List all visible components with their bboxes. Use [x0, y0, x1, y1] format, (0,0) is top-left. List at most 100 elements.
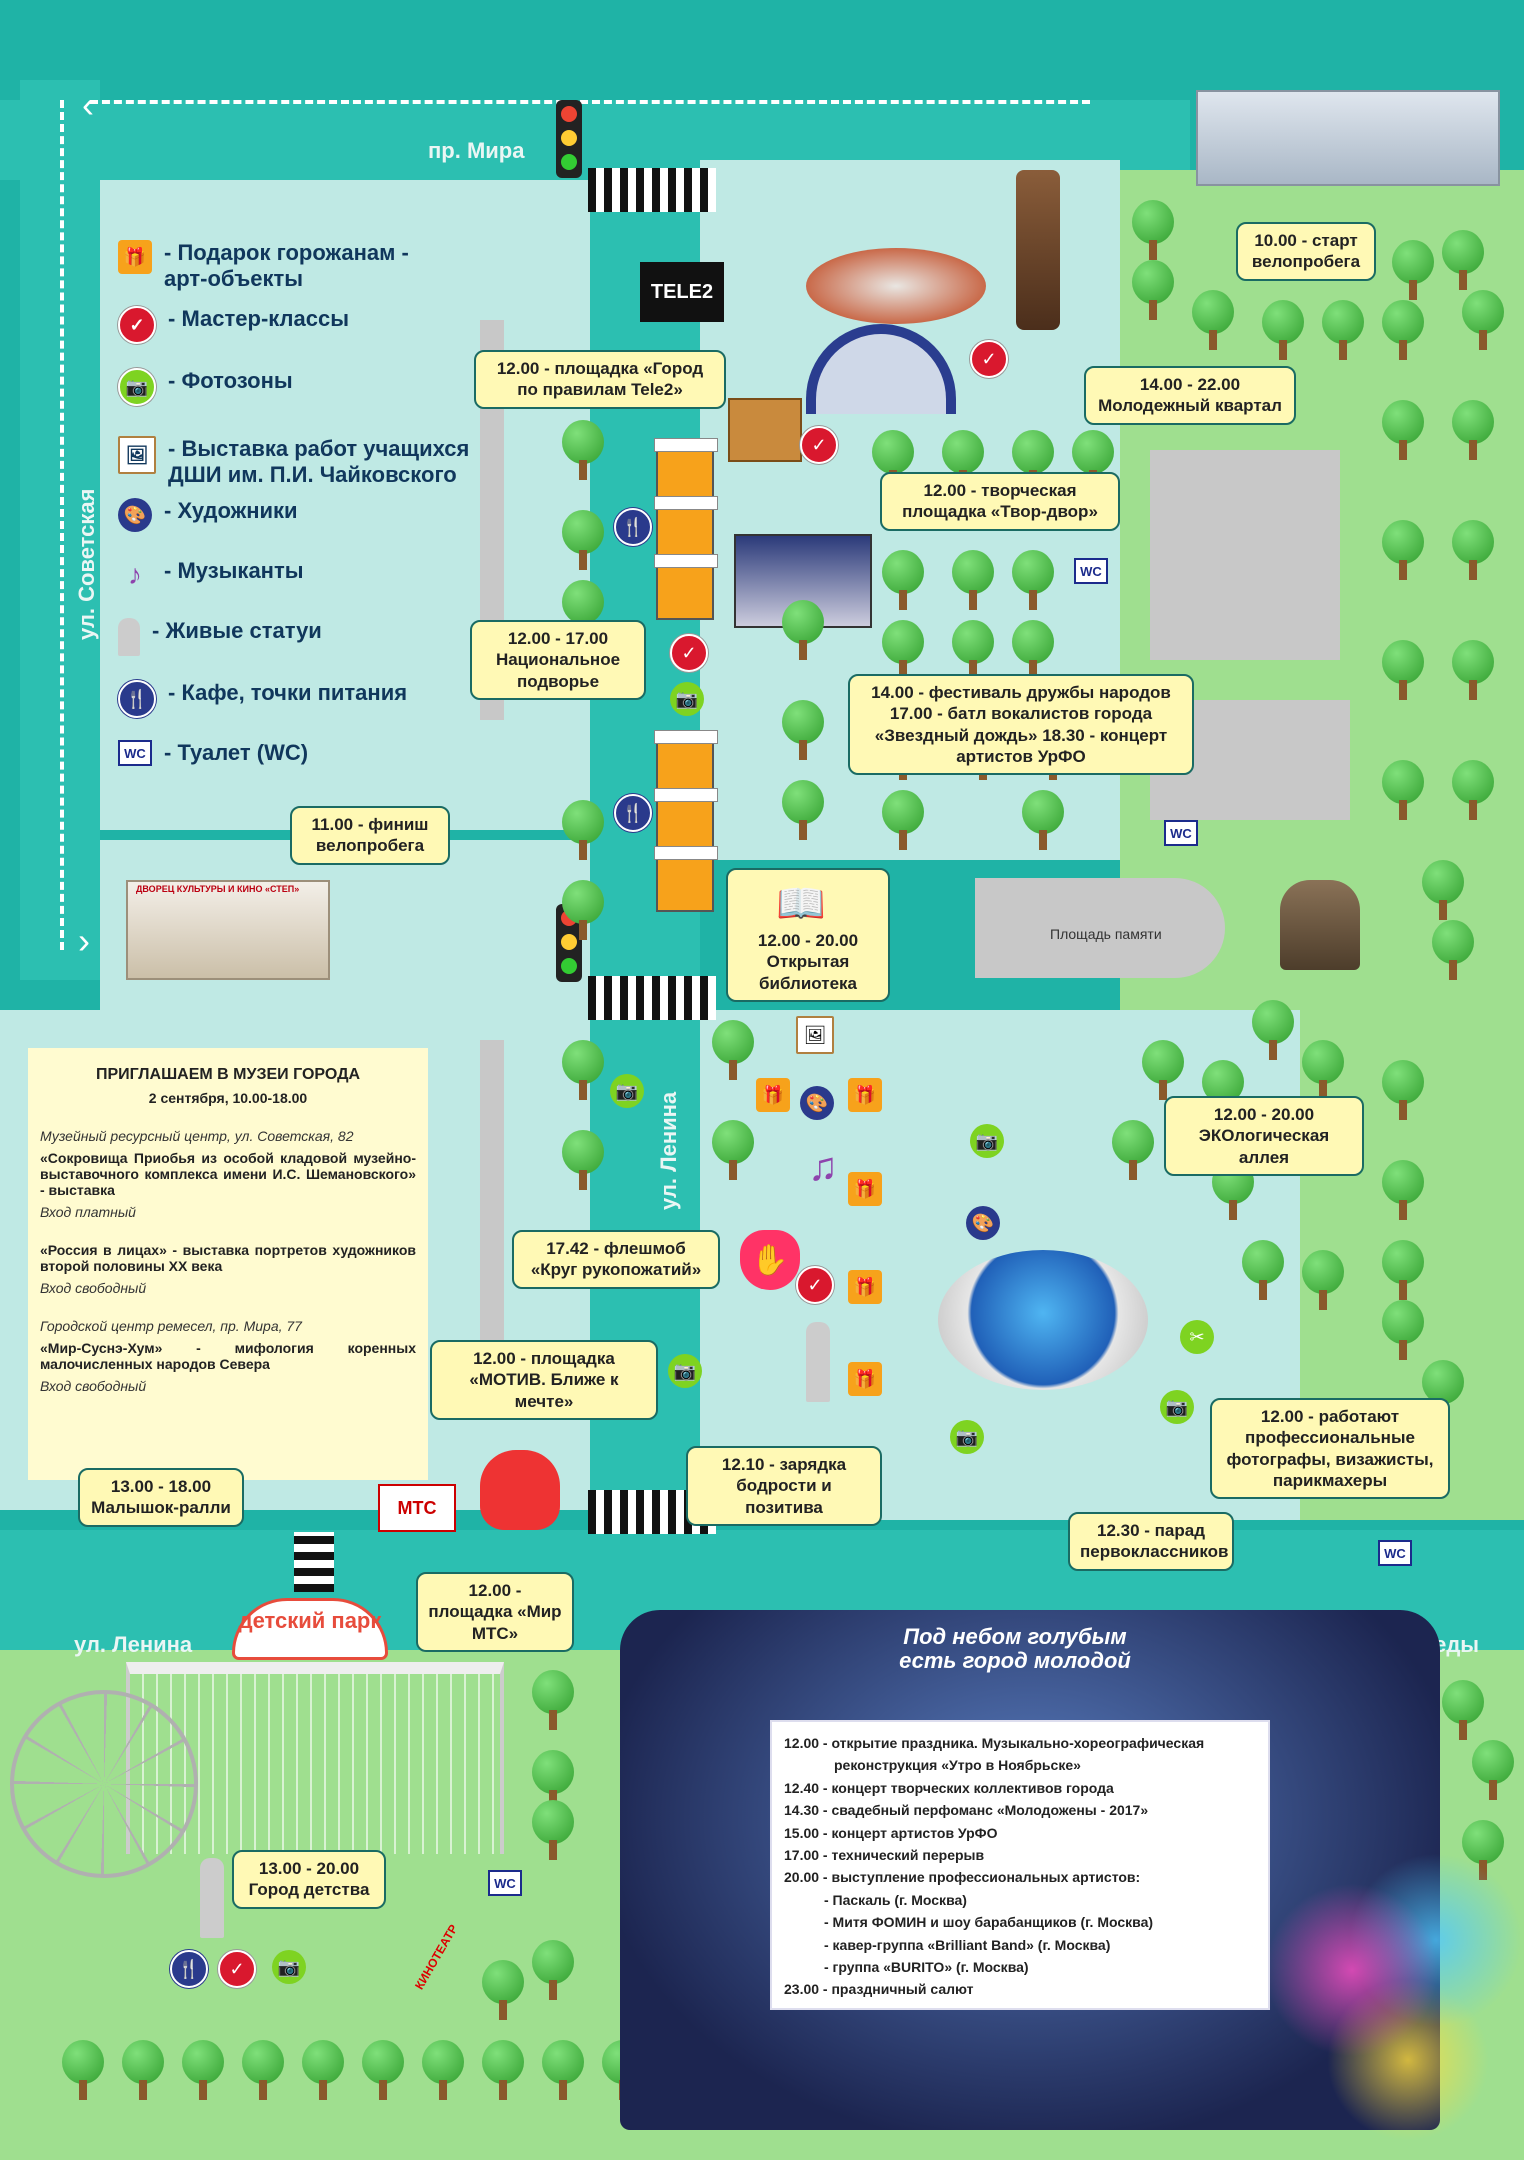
- wc-marker-3: WC: [1378, 1540, 1412, 1566]
- camera-icon-1: 📷: [670, 682, 704, 716]
- program-line-2: реконструкция «Утро в Ноябрьске»: [834, 1757, 1081, 1774]
- tele2-logo: TELE2: [640, 262, 724, 322]
- statue-icon: [118, 618, 140, 656]
- tree: [300, 2040, 346, 2100]
- tree: [1380, 640, 1426, 700]
- callout-flashmob: 17.42 - флешмоб «Круг рукопожатий»: [512, 1230, 720, 1289]
- street-lenina-horizontal: ул. Ленина: [74, 1632, 193, 1657]
- museum-title: ПРИГЛАШАЕМ В МУЗЕИ ГОРОДА: [95, 1066, 361, 1083]
- program-line-9: - Митя ФОМИН и шоу барабанщиков (г. Моск…: [824, 1914, 1154, 1931]
- palette-icon: 🎨: [118, 498, 152, 532]
- legend-musicians: ♪ - Музыканты: [118, 558, 304, 592]
- tree: [950, 550, 996, 610]
- program-line-7: 20.00 - выступление профессиональных арт…: [784, 1869, 1141, 1886]
- tree: [530, 1940, 576, 2000]
- tree: [60, 2040, 106, 2100]
- tree: [1450, 400, 1496, 460]
- callout-photographers: 12.00 - работают профессиональные фотогр…: [1210, 1398, 1450, 1499]
- tree: [1130, 260, 1176, 320]
- camera-icon-5: 📷: [1160, 1390, 1194, 1424]
- bike-route-top: [90, 100, 1090, 104]
- tree: [560, 420, 606, 480]
- tree: [780, 700, 826, 760]
- museum-3-text: «Мир-Суснэ-Хум» - мифология коренных мал…: [40, 1340, 416, 1372]
- fountain-top: [806, 248, 986, 324]
- gift-icon-2: 🎁: [848, 1078, 882, 1112]
- easel-icon: 🖼: [118, 436, 156, 474]
- culture-house: [126, 880, 330, 980]
- gift-icon-1: 🎁: [756, 1078, 790, 1112]
- legend-masterclass-label: - Мастер-классы: [168, 306, 350, 331]
- monument-top: [1016, 170, 1060, 330]
- tree: [1460, 290, 1506, 350]
- tree: [1320, 300, 1366, 360]
- callout-festival: 14.00 - фестиваль дружбы народов 17.00 -…: [848, 674, 1194, 775]
- program-line-5: 15.00 - концерт артистов УрФО: [784, 1824, 998, 1841]
- easel-icon-1: 🖼: [796, 1016, 834, 1054]
- tree: [1380, 300, 1426, 360]
- fireworks: [1240, 1850, 1520, 2150]
- wc-marker-4: WC: [488, 1870, 522, 1896]
- crosswalk-middle: [588, 976, 716, 1020]
- book-icon: 📖: [776, 882, 826, 926]
- callout-eco: 12.00 - 20.00 ЭКОлогическая аллея: [1164, 1096, 1364, 1176]
- tree: [560, 800, 606, 860]
- culture-house-label: ДВОРЕЦ КУЛЬТУРЫ И КИНО «СТЕП»: [136, 884, 300, 894]
- tree: [1130, 200, 1176, 260]
- street-sovetskaya: ул. Советская: [74, 488, 99, 640]
- bike-route-left: [60, 100, 64, 950]
- camera-icon-4: 📷: [668, 1354, 702, 1388]
- tree: [1010, 550, 1056, 610]
- palette-icon-2: 🎨: [966, 1206, 1000, 1240]
- tree: [1380, 1160, 1426, 1220]
- gift-icon-4: 🎁: [848, 1270, 882, 1304]
- callout-tvor-dvor: 12.00 - творческая площадка «Твор-двор»: [880, 472, 1120, 531]
- memorial-statue: [1280, 880, 1360, 970]
- tree: [1470, 1740, 1516, 1800]
- tree: [560, 1040, 606, 1100]
- tree: [1010, 620, 1056, 680]
- bike-route-arrow: ‹: [82, 84, 94, 125]
- tree: [1440, 230, 1486, 290]
- parking-1: [1150, 450, 1340, 660]
- callout-bike-start: 10.00 - старт велопробега: [1236, 222, 1376, 281]
- tree: [880, 790, 926, 850]
- traffic-light-top: [556, 100, 582, 178]
- tree: [1380, 1240, 1426, 1300]
- legend-gift-label: - Подарок горожанам - арт-объекты: [164, 240, 409, 291]
- street-lenina-vertical: ул. Ленина: [656, 1091, 681, 1210]
- fork-knife-icon: 🍴: [118, 680, 156, 718]
- program-line-11: - группа «BURITO» (г. Москва): [824, 1958, 1029, 1975]
- tree: [880, 620, 926, 680]
- gift-icon-5: 🎁: [848, 1362, 882, 1396]
- tree: [1450, 760, 1496, 820]
- wc-marker-1: WC: [1074, 558, 1108, 584]
- legend-artists: 🎨 - Художники: [118, 498, 298, 532]
- kids-park-sign: детский парк: [232, 1598, 388, 1660]
- callout-bike-finish: 11.00 - финиш велопробега: [290, 806, 450, 865]
- legend-cafe: 🍴 - Кафе, точки питания: [118, 680, 407, 718]
- stage-slogan: Под небом голубым есть город молодой: [899, 1624, 1131, 1674]
- masterclass-icon-3: ✓: [670, 634, 708, 672]
- music-note-icon-1: ♫: [808, 1144, 838, 1189]
- left-plaza: [100, 180, 590, 830]
- camera-icon-3: 📷: [970, 1124, 1004, 1158]
- camera-icon-7: 📷: [272, 1950, 306, 1984]
- tree: [1380, 400, 1426, 460]
- legend-exhibition: 🖼 - Выставка работ учащихся ДШИ им. П.И.…: [118, 436, 488, 488]
- legend-photozone: 📷 - Фотозоны: [118, 368, 293, 406]
- ferris-wheel: [10, 1690, 198, 1878]
- legend-statues: - Живые статуи: [118, 618, 322, 656]
- tree: [530, 1800, 576, 1860]
- legend-artists-label: - Художники: [164, 498, 298, 523]
- tree: [560, 510, 606, 570]
- callout-parade: 12.30 - парад первоклассников: [1068, 1512, 1234, 1571]
- cafe-icon-1: 🍴: [614, 508, 652, 546]
- program-line-8: - Паскаль (г. Москва): [824, 1891, 967, 1908]
- gift-icon: 🎁: [118, 240, 152, 274]
- museum-2-text: «Россия в лицах» - выставка портретов ху…: [40, 1242, 416, 1274]
- tree: [1380, 520, 1426, 580]
- hairdresser-icon: ✂: [1180, 1320, 1214, 1354]
- museum-2-entry: Вход свободный: [40, 1280, 147, 1296]
- tree: [1380, 1060, 1426, 1120]
